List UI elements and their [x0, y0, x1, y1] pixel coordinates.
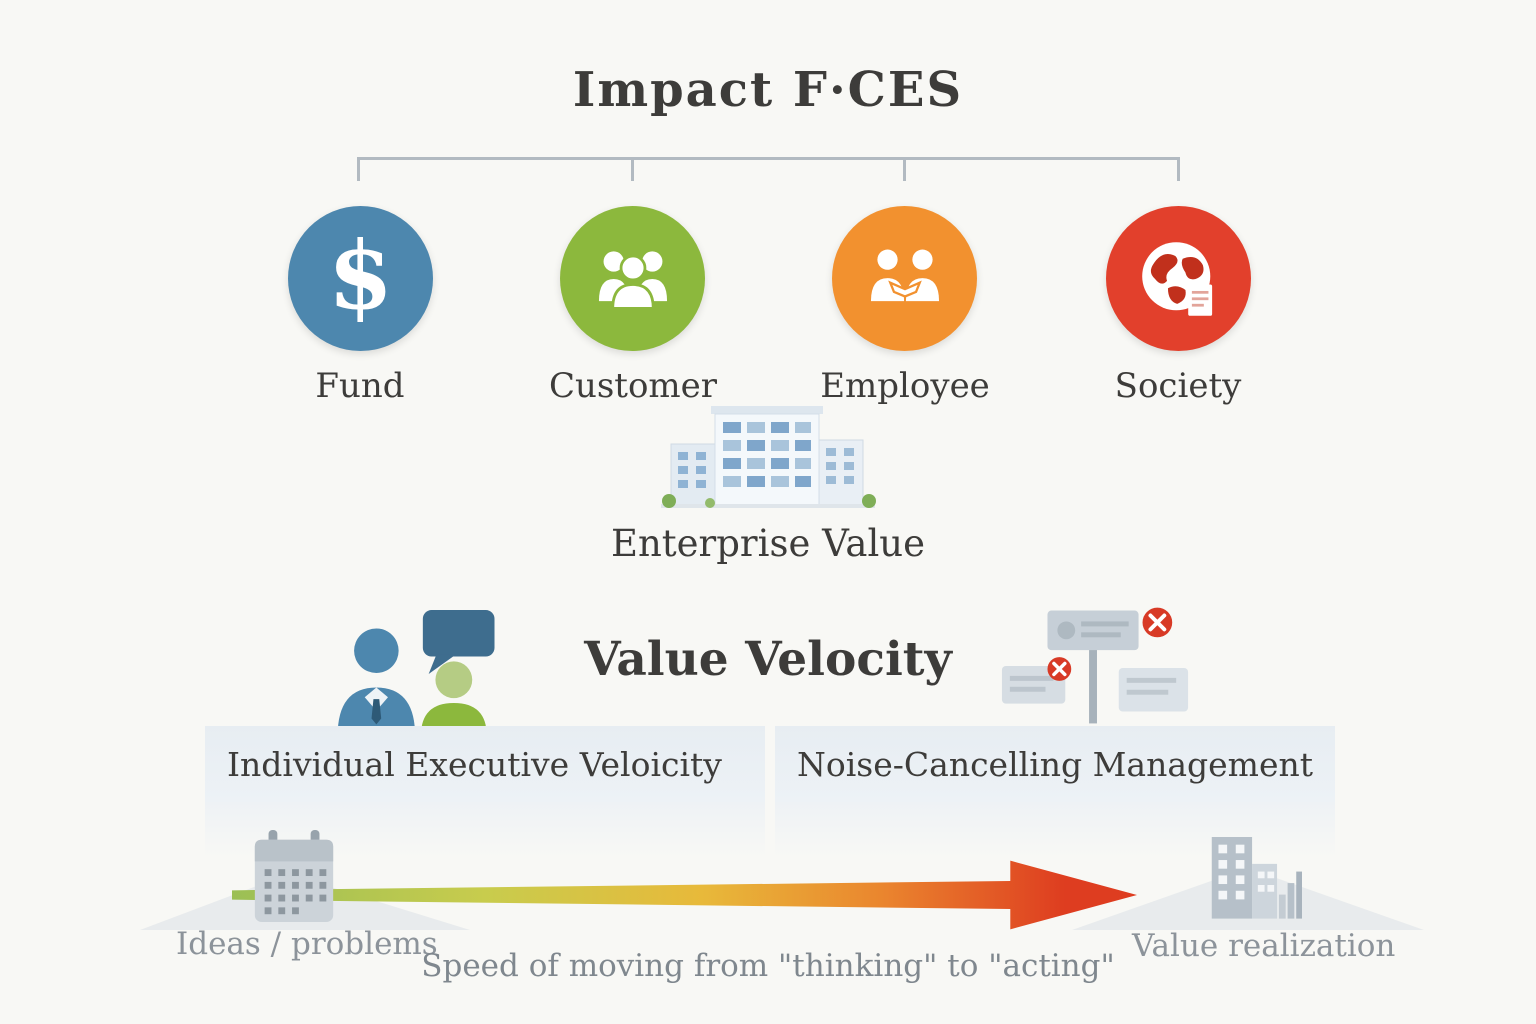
- buildings-chart-icon: [1211, 837, 1302, 919]
- employee-circle: [832, 206, 977, 351]
- dollar-icon: $: [327, 220, 394, 331]
- red-x-icon: [1142, 607, 1173, 638]
- people-talking-icon: [337, 610, 495, 736]
- bracket-tick-customer: [631, 157, 634, 181]
- noise-cancelling-panel: Noise-Cancelling Management: [775, 726, 1335, 802]
- ideas-problems-label: Ideas / problems: [176, 926, 438, 962]
- calendar-icon: [254, 830, 334, 923]
- customer-circle: [560, 206, 705, 351]
- red-x-icon: [1047, 657, 1072, 681]
- people-group-icon: [598, 250, 667, 310]
- timeline-caption: Speed of moving from "thinking" to "acti…: [421, 948, 1115, 984]
- value-realization-label: Value realization: [1132, 928, 1396, 964]
- noise-cancelling-label: Noise-Cancelling Management: [796, 744, 1313, 784]
- bracket-tick-employee: [903, 157, 906, 181]
- customer-label: Customer: [548, 366, 718, 406]
- value-velocity-title: Value Velocity: [584, 632, 952, 687]
- individual-velocity-panel: Individual Executive Veloicity: [205, 726, 765, 802]
- society-label: Society: [1114, 366, 1242, 406]
- fund-label: Fund: [315, 366, 405, 406]
- society-circle: [1106, 206, 1251, 351]
- noise-signs-icon: [1001, 607, 1189, 724]
- bracket-tick-fund: [357, 157, 360, 181]
- handshake-people-icon: [870, 249, 939, 301]
- enterprise-value-label: Enterprise Value: [610, 522, 926, 565]
- bracket-line: [357, 157, 1180, 160]
- globe-icon: [1141, 241, 1212, 316]
- employee-label: Employee: [820, 366, 990, 406]
- bracket-tick-society: [1177, 157, 1180, 181]
- page-title: Impact F·CES: [572, 62, 964, 118]
- individual-velocity-label: Individual Executive Veloicity: [227, 744, 722, 784]
- document-icon: [1187, 284, 1212, 316]
- enterprise-building-icon: [661, 406, 876, 508]
- fund-circle: $: [288, 206, 433, 351]
